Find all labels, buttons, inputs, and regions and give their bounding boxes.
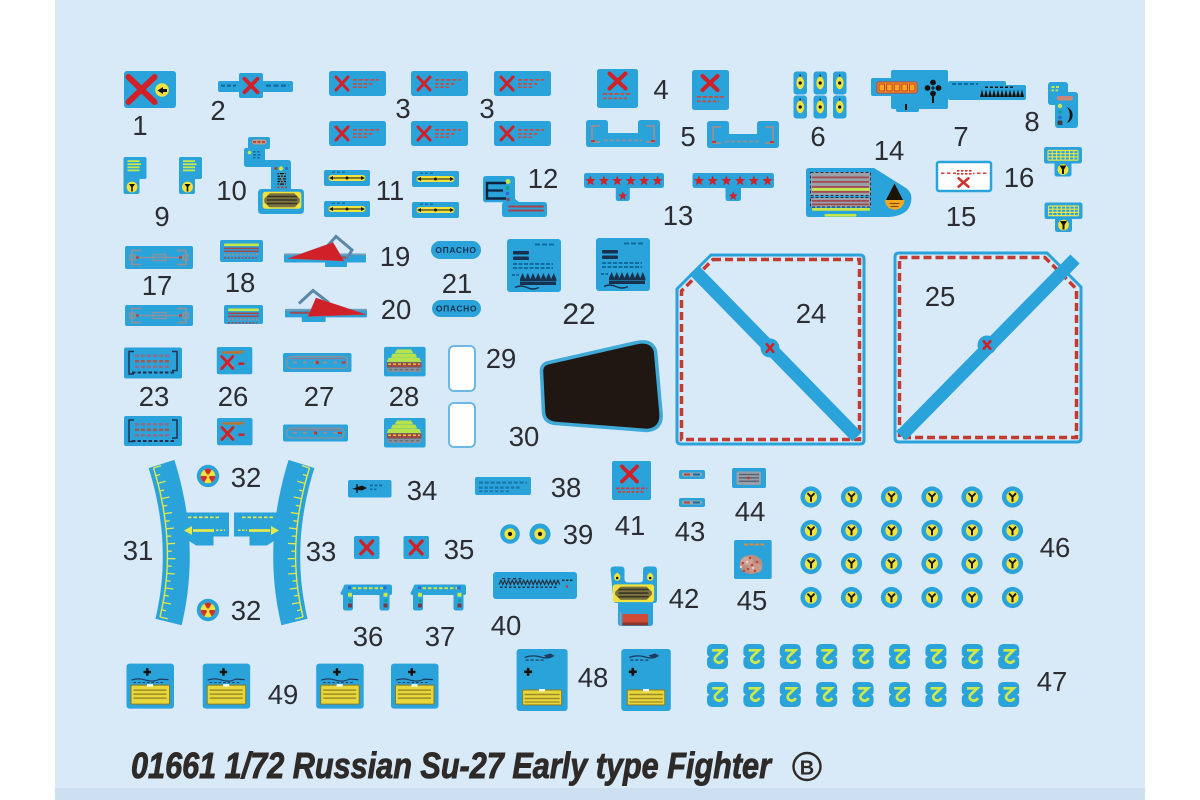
svg-text:17: 17 — [142, 270, 173, 301]
svg-text:46: 46 — [1040, 532, 1071, 563]
svg-text:ОПАСНО: ОПАСНО — [435, 245, 476, 255]
svg-text:14: 14 — [874, 135, 905, 166]
svg-text:4: 4 — [653, 74, 668, 105]
svg-text:48: 48 — [578, 662, 609, 693]
svg-text:27: 27 — [304, 381, 335, 412]
svg-text:22: 22 — [562, 298, 595, 331]
svg-text:38: 38 — [551, 472, 582, 503]
svg-text:42: 42 — [669, 583, 700, 614]
svg-text:10: 10 — [216, 175, 247, 206]
svg-text:3: 3 — [395, 93, 410, 124]
svg-text:40: 40 — [491, 610, 522, 641]
svg-text:20: 20 — [381, 294, 412, 325]
svg-text:26: 26 — [218, 381, 249, 412]
svg-text:24: 24 — [796, 298, 827, 329]
svg-text:31: 31 — [123, 535, 154, 566]
svg-text:01661 1/72 Russian Su-27 Early: 01661 1/72 Russian Su-27 Early type Figh… — [131, 745, 773, 786]
svg-text:47: 47 — [1037, 666, 1068, 697]
svg-text:1: 1 — [132, 110, 147, 141]
svg-text:ОПАСНО: ОПАСНО — [436, 303, 477, 313]
svg-text:12: 12 — [528, 163, 559, 194]
svg-text:11: 11 — [376, 175, 405, 206]
svg-text:B: B — [800, 758, 814, 780]
svg-text:28: 28 — [389, 381, 420, 412]
svg-text:25: 25 — [925, 281, 956, 312]
svg-text:33: 33 — [306, 536, 337, 567]
svg-text:16: 16 — [1004, 162, 1035, 193]
svg-text:49: 49 — [268, 679, 299, 710]
svg-text:41: 41 — [615, 510, 646, 541]
svg-text:3: 3 — [479, 93, 494, 124]
svg-text:35: 35 — [444, 534, 475, 565]
svg-text:15: 15 — [946, 201, 977, 232]
svg-text:13: 13 — [663, 200, 694, 231]
svg-text:18: 18 — [225, 267, 256, 298]
svg-text:39: 39 — [563, 519, 594, 550]
svg-text:32: 32 — [231, 462, 262, 493]
svg-text:7: 7 — [953, 121, 968, 152]
svg-text:6: 6 — [810, 121, 825, 152]
svg-text:5: 5 — [680, 121, 695, 152]
svg-text:36: 36 — [353, 621, 384, 652]
svg-text:45: 45 — [737, 585, 768, 616]
svg-text:29: 29 — [486, 343, 517, 374]
svg-text:44: 44 — [735, 496, 766, 527]
svg-text:30: 30 — [509, 421, 540, 452]
svg-text:2: 2 — [210, 95, 225, 126]
svg-text:34: 34 — [407, 475, 438, 506]
svg-text:32: 32 — [231, 595, 262, 626]
svg-text:19: 19 — [380, 241, 411, 272]
svg-text:37: 37 — [425, 621, 456, 652]
svg-text:23: 23 — [139, 381, 170, 412]
svg-text:9: 9 — [154, 201, 169, 232]
svg-text:8: 8 — [1024, 106, 1039, 137]
svg-text:21: 21 — [442, 268, 473, 299]
svg-text:43: 43 — [675, 516, 706, 547]
